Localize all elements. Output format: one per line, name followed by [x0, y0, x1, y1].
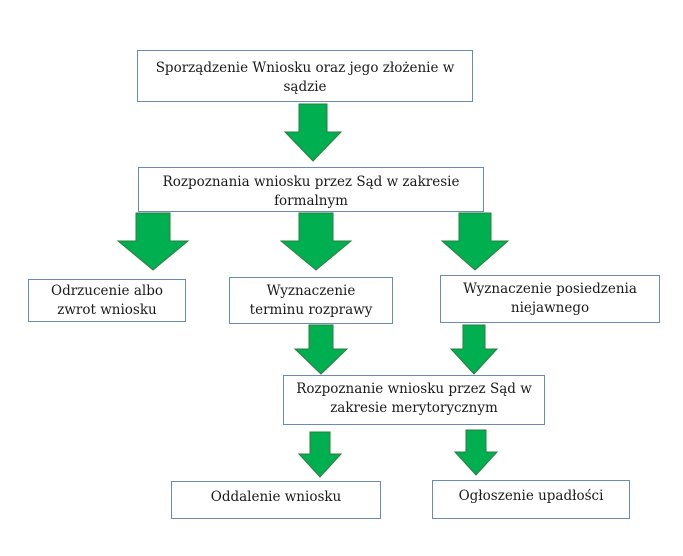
- step-box-merits-review: Rozpoznanie wniosku przez Sąd w zakresie…: [283, 375, 545, 425]
- step-box-application-filing: Sporządzenie Wniosku oraz jego złożenie …: [137, 50, 473, 102]
- arrow-shape: [116, 212, 190, 271]
- step-label-application-filing: Sporządzenie Wniosku oraz jego złożenie …: [155, 60, 455, 95]
- step-label-rejection-or-return: Odrzucenie albo zwrot wniosku: [51, 283, 163, 318]
- down-arrow-icon: [449, 324, 499, 375]
- step-label-formal-review: Rozpoznania wniosku przez Sąd w zakresie…: [162, 174, 460, 209]
- down-arrow-icon: [293, 324, 349, 375]
- step-box-closed-session: Wyznaczenie posiedzenia niejawnego: [440, 275, 660, 323]
- step-box-hearing-date: Wyznaczenie terminu rozprawy: [229, 277, 393, 324]
- arrow-shape: [453, 429, 499, 476]
- arrow-shape: [449, 324, 499, 375]
- down-arrow-icon: [297, 431, 343, 478]
- down-arrow-icon: [279, 212, 353, 271]
- down-arrow-icon: [116, 212, 190, 271]
- step-label-merits-review: Rozpoznanie wniosku przez Sąd w zakresie…: [296, 381, 532, 416]
- arrow-shape: [283, 103, 343, 162]
- arrow-shape: [440, 212, 510, 271]
- step-label-bankruptcy-declaration: Ogłoszenie upadłości: [458, 488, 604, 504]
- step-label-closed-session: Wyznaczenie posiedzenia niejawnego: [463, 281, 637, 316]
- arrow-shape: [297, 431, 343, 478]
- step-box-formal-review: Rozpoznania wniosku przez Sąd w zakresie…: [138, 167, 484, 212]
- down-arrow-icon: [440, 212, 510, 271]
- step-box-dismissal: Oddalenie wniosku: [171, 481, 381, 519]
- arrow-shape: [293, 324, 349, 375]
- step-box-rejection-or-return: Odrzucenie albo zwrot wniosku: [28, 279, 186, 322]
- arrow-shape: [279, 212, 353, 271]
- step-label-hearing-date: Wyznaczenie terminu rozprawy: [249, 283, 373, 318]
- step-box-bankruptcy-declaration: Ogłoszenie upadłości: [432, 480, 630, 519]
- down-arrow-icon: [453, 429, 499, 476]
- down-arrow-icon: [283, 103, 343, 162]
- step-label-dismissal: Oddalenie wniosku: [210, 489, 342, 505]
